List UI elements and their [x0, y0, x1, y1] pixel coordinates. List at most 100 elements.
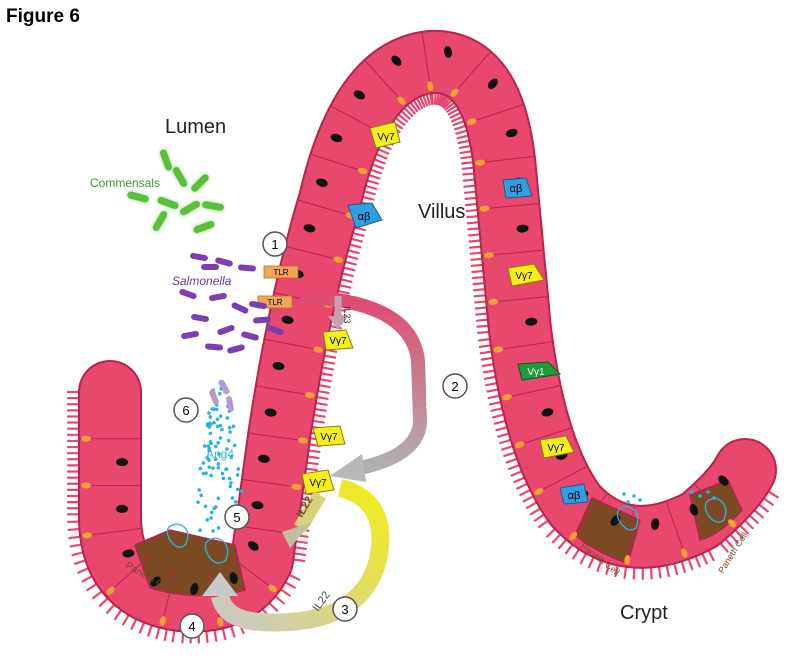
commensal-bacterium	[159, 148, 173, 171]
ang4-dot	[219, 414, 223, 418]
il23-arrowhead	[330, 454, 366, 482]
commensal-bacterium	[126, 191, 149, 203]
commensal-bacterium	[192, 220, 215, 234]
ang4-dot	[712, 496, 716, 500]
vg7-label: Vγ7	[547, 443, 565, 454]
ang4-dot	[216, 441, 220, 445]
ab-label: αβ	[568, 490, 581, 502]
ang4-dot	[218, 392, 222, 396]
ang4-dot	[209, 415, 213, 419]
ang4-dot	[698, 494, 702, 498]
ang4-dot	[198, 528, 202, 532]
salmonella-bacterium-lysed	[226, 396, 235, 413]
cell-junction	[81, 483, 91, 489]
ang4-dot	[632, 494, 636, 498]
il23-small-label: IL23	[342, 306, 352, 324]
commensal-bacterium	[171, 166, 188, 189]
ang4-dot	[622, 492, 626, 496]
commensal-bacterium	[202, 201, 225, 212]
ang4-dot	[690, 490, 694, 494]
ang4-dot	[219, 424, 223, 428]
lumen-label: Lumen	[165, 116, 226, 138]
salmonella-bacterium	[201, 264, 219, 270]
ang4-dot	[202, 461, 206, 465]
step-5-marker: 5	[225, 505, 249, 529]
vg7-cell: Vγ7	[313, 426, 345, 446]
ang4-dot	[204, 471, 208, 475]
ang4-dot	[216, 425, 220, 429]
ang4-dot	[224, 467, 228, 471]
tlr-label: TLR	[267, 298, 282, 307]
ang4-dot	[207, 465, 211, 469]
commensal-bacterium	[156, 196, 179, 210]
ang4-dot	[211, 466, 215, 470]
salmonella-bacterium	[209, 292, 228, 301]
figure-title: Figure 6	[6, 6, 80, 28]
ang4-dot	[227, 439, 231, 443]
ang4-dot	[228, 426, 232, 430]
svg-text:6: 6	[182, 403, 189, 418]
salmonella-bacterium-lysed	[208, 388, 219, 405]
ang4-dot	[196, 500, 200, 504]
ang4-dot	[228, 430, 232, 434]
ang4-dot	[199, 467, 203, 471]
ang4-dot	[240, 489, 244, 493]
vg7-label: Vγ7	[320, 432, 338, 443]
salmonella-label: Salmonella	[172, 274, 232, 288]
ang4-dot	[207, 411, 211, 415]
vg7-label: Vγ7	[515, 271, 533, 282]
commensals-label: Commensals	[90, 176, 160, 190]
ang4-dot	[226, 416, 230, 420]
salmonella-bacterium	[191, 313, 210, 322]
ang4-dot	[222, 476, 226, 480]
tlr-label: TLR	[273, 268, 288, 277]
ang4-dot	[219, 436, 223, 440]
salmonella-bacterium	[205, 343, 223, 351]
commensal-bacteria	[126, 148, 224, 234]
ang4-dot	[211, 529, 215, 533]
ang4-dot	[236, 473, 240, 477]
ang4-dot	[706, 490, 710, 494]
ang4-dot	[214, 505, 218, 509]
ang4-dot	[638, 498, 642, 502]
commensal-bacterium	[190, 173, 211, 194]
ang4-dot	[212, 421, 216, 425]
svg-text:5: 5	[233, 510, 240, 525]
step-6-marker: 6	[174, 398, 198, 422]
crypt-label: Crypt	[620, 602, 668, 624]
ang4-dot	[210, 511, 214, 515]
ang4-label: Ang4	[206, 447, 234, 461]
ang4-dot	[215, 408, 219, 412]
ang4-dot	[221, 472, 225, 476]
step-2-marker: 2	[443, 374, 467, 398]
ang4-dot	[209, 516, 213, 520]
salmonella-bacterium	[227, 344, 246, 354]
salmonella-bacterium	[217, 324, 236, 336]
ang4-dot	[217, 526, 221, 530]
salmonella-bacterium	[190, 252, 209, 261]
ang4-dot	[216, 417, 220, 421]
cell-nucleus	[116, 505, 128, 513]
villus-label: Villus	[418, 201, 465, 223]
step-3-marker: 3	[333, 597, 357, 621]
ang4-dot	[229, 481, 233, 485]
salmonella-bacterium	[179, 288, 198, 300]
ang4-dot	[197, 488, 201, 492]
ang4-dot	[217, 462, 221, 466]
salmonella-bacterium	[231, 301, 250, 314]
ab-cell: αβ	[560, 484, 588, 504]
ang4-dot	[205, 518, 209, 522]
salmonella-bacterium	[238, 264, 256, 272]
salmonella-bacterium	[241, 331, 260, 341]
step-1-marker: 1	[263, 232, 287, 256]
step-4-marker: 4	[180, 614, 204, 638]
ang4-dot	[231, 496, 235, 500]
il23-arrow-label: IL23	[423, 390, 434, 410]
ang4-dot	[237, 467, 241, 471]
ang4-dot	[217, 466, 221, 470]
svg-text:3: 3	[341, 602, 348, 617]
ang4-dot	[209, 432, 213, 436]
ang4-dot	[228, 485, 232, 489]
vg1-label: Vγ1	[527, 367, 545, 378]
